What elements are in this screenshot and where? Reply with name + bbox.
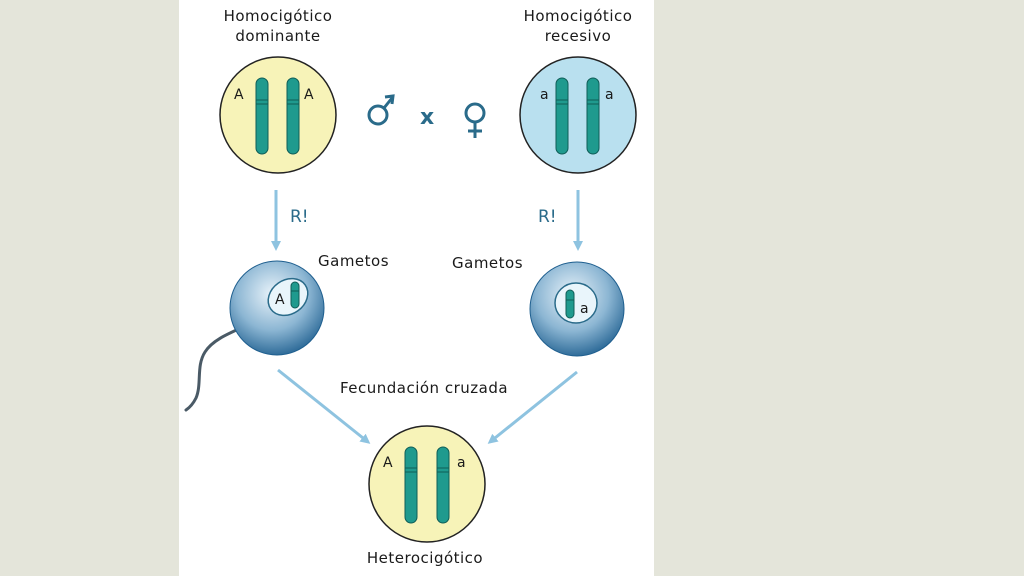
dominant-parent-label: Homocigótico dominante — [198, 6, 358, 46]
dominant-label-line1: Homocigótico — [223, 7, 333, 25]
egg-gamete: a — [529, 261, 625, 357]
gametes-label-right: Gametos — [452, 254, 524, 272]
allele-gamete-recessive: a — [580, 301, 589, 317]
allele-dominant-right: A — [304, 87, 314, 103]
allele-hetero-right: a — [457, 455, 466, 471]
female-symbol-icon — [464, 102, 486, 138]
recessive-label-line2: recesivo — [544, 27, 612, 45]
gametes-label-left: Gametos — [318, 252, 390, 270]
cross-symbol: x — [420, 105, 434, 130]
recessive-parent-cell: a a — [519, 56, 637, 174]
dominant-parent-cell: A A — [219, 56, 337, 174]
meiosis-label-right: R! — [538, 207, 557, 227]
cross-fertilization-label: Fecundación cruzada — [339, 379, 509, 397]
allele-hetero-left: A — [383, 455, 393, 471]
sperm-tail — [184, 316, 264, 412]
meiosis-label-left: R! — [290, 207, 309, 227]
allele-dominant-left: A — [234, 87, 244, 103]
heterozygous-label: Heterocigótico — [366, 549, 484, 567]
sperm-gamete: A — [184, 260, 325, 412]
allele-recessive-right: a — [605, 87, 614, 103]
allele-gamete-dominant: A — [275, 292, 285, 308]
fertilization-arrow-left — [277, 368, 371, 444]
male-symbol-icon — [367, 94, 395, 126]
recessive-label-line1: Homocigótico — [523, 7, 633, 25]
recessive-parent-label: Homocigótico recesivo — [498, 6, 658, 46]
heterozygous-offspring-cell: A a — [368, 425, 486, 543]
fertilization-arrow-right — [487, 370, 578, 444]
allele-recessive-left: a — [540, 87, 549, 103]
dominant-label-line2: dominante — [235, 27, 321, 45]
